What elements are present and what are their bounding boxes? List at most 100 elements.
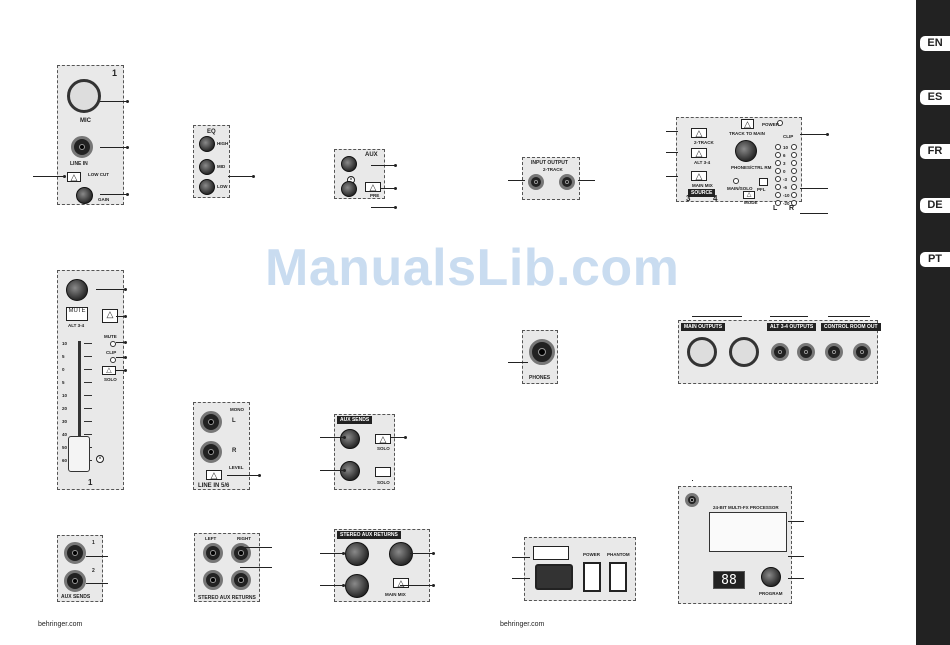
tab-en[interactable]: EN	[920, 36, 950, 51]
callout-line	[800, 213, 828, 214]
callout-dot	[343, 469, 346, 472]
phantom-switch[interactable]	[609, 562, 627, 592]
callout-line	[788, 521, 804, 522]
line-in-left-jack[interactable]	[200, 411, 222, 433]
stereo-return2-right-jack[interactable]	[231, 570, 251, 590]
stereo-return1-knob[interactable]	[345, 542, 369, 566]
line-in-level-label: LEVEL	[229, 465, 244, 470]
stereo-return3-knob[interactable]	[345, 574, 369, 598]
tab-es[interactable]: ES	[920, 90, 950, 105]
aux-send2-jack[interactable]	[64, 570, 86, 592]
aux-pre-button[interactable]: △	[365, 182, 381, 192]
main-solo-label: MAIN/SOLO	[727, 186, 753, 191]
callout-line	[116, 342, 126, 343]
alt-out-right-jack[interactable]	[797, 343, 815, 361]
line-in-level-button[interactable]: △	[206, 470, 222, 480]
tab-de[interactable]: DE	[920, 198, 950, 213]
control-room-left-jack[interactable]	[825, 343, 843, 361]
main-mix-route-button[interactable]: △	[393, 578, 409, 588]
fader-tick	[84, 395, 92, 396]
aux-solo2-button[interactable]	[375, 467, 391, 477]
aux2-knob[interactable]	[341, 181, 357, 197]
alt-button[interactable]: △	[691, 148, 707, 158]
meter-left-led	[775, 160, 781, 166]
two-track-input-jack[interactable]	[528, 174, 544, 190]
eq-low-knob[interactable]	[199, 179, 215, 195]
power-switch[interactable]	[583, 562, 601, 592]
footswitch-jack[interactable]	[685, 493, 699, 507]
fader-tick	[84, 369, 92, 370]
aux-send1-jack[interactable]	[64, 542, 86, 564]
stereo-return1-right-jack[interactable]	[231, 543, 251, 563]
pfl-button[interactable]	[759, 178, 768, 186]
eq-high-knob[interactable]	[199, 136, 215, 152]
watermark: ManualsLib.com	[265, 239, 680, 297]
line-in-right-jack[interactable]	[200, 441, 222, 463]
main-out-right-xlr[interactable]	[729, 337, 759, 367]
callout-line	[800, 134, 828, 135]
main-mix-button[interactable]: △	[691, 171, 707, 181]
two-track-button[interactable]: △	[691, 128, 707, 138]
stereo-return1-left-jack[interactable]	[203, 543, 223, 563]
callout-line	[100, 147, 128, 148]
fader-scale-label: 10	[62, 393, 68, 398]
callout-line	[371, 207, 396, 208]
callout-dot	[124, 315, 127, 318]
solo-button[interactable]: △	[102, 366, 116, 375]
phones-panel: PHONES	[522, 330, 558, 384]
stereo-left-label: LEFT	[205, 536, 217, 541]
mute-button-label: MUTE	[68, 308, 86, 314]
clip-led-label: CLIP	[106, 350, 117, 355]
callout-line	[320, 553, 344, 554]
eq-mid-label: MID	[217, 164, 226, 169]
line-in-mono-label: MONO	[230, 407, 244, 412]
track-to-main-label: TRACK TO MAIN	[729, 131, 765, 136]
fuse-holder	[533, 546, 569, 560]
stereo-return2-knob[interactable]	[389, 542, 413, 566]
callout-dot	[124, 341, 127, 344]
footer-left: behringer.com	[38, 621, 83, 628]
meter-level-label: -6	[783, 185, 788, 190]
callout-dot	[404, 436, 407, 439]
callout-dot	[342, 552, 345, 555]
line-in-jack[interactable]	[71, 136, 93, 158]
aux-pre-label: PRE	[370, 193, 380, 198]
track-to-main-button[interactable]: △	[741, 119, 754, 129]
pan-knob[interactable]	[66, 279, 88, 301]
aux-send2-knob[interactable]	[340, 461, 360, 481]
eq-mid-knob[interactable]	[199, 159, 215, 175]
phones-jack[interactable]	[529, 339, 555, 365]
stereo-return2-left-jack[interactable]	[203, 570, 223, 590]
main-out-left-xlr[interactable]	[687, 337, 717, 367]
fader-cap[interactable]	[68, 436, 90, 472]
callout-line	[320, 585, 344, 586]
alt-out-left-jack[interactable]	[771, 343, 789, 361]
gain-label: GAIN	[98, 197, 110, 202]
two-track-output-jack[interactable]	[559, 174, 575, 190]
control-room-right-jack[interactable]	[853, 343, 871, 361]
stereo-aux-returns-panel: STEREO AUX RETURNS △ MAIN MIX	[334, 529, 430, 602]
gain-knob[interactable]	[76, 187, 93, 204]
tab-fr[interactable]: FR	[920, 144, 950, 159]
aux-send1-knob[interactable]	[340, 429, 360, 449]
phones-knob[interactable]	[735, 140, 757, 162]
fx-program-knob[interactable]	[761, 567, 781, 587]
eq-title: EQ	[207, 129, 216, 135]
low-cut-button[interactable]: △	[67, 172, 81, 182]
tab-pt[interactable]: PT	[920, 252, 950, 267]
fader-scale-label: 5	[62, 380, 65, 385]
meter-level-label: 6	[783, 153, 786, 158]
mute-button[interactable]: MUTE	[66, 307, 88, 321]
meter-right-led	[791, 192, 797, 198]
callout-line	[240, 567, 272, 568]
eq-high-label: HIGH	[217, 141, 229, 146]
aux-sends-jacks-panel: 1 2 AUX SENDS	[57, 535, 103, 602]
mic-xlr-input[interactable]	[67, 79, 101, 113]
fader-channel-number: 1	[88, 478, 93, 487]
aux1-knob[interactable]	[341, 156, 357, 172]
aux-solo-button[interactable]: △	[375, 434, 391, 444]
power-socket[interactable]	[535, 564, 573, 590]
mode-button[interactable]: △	[743, 191, 755, 199]
callout-line	[228, 176, 254, 177]
